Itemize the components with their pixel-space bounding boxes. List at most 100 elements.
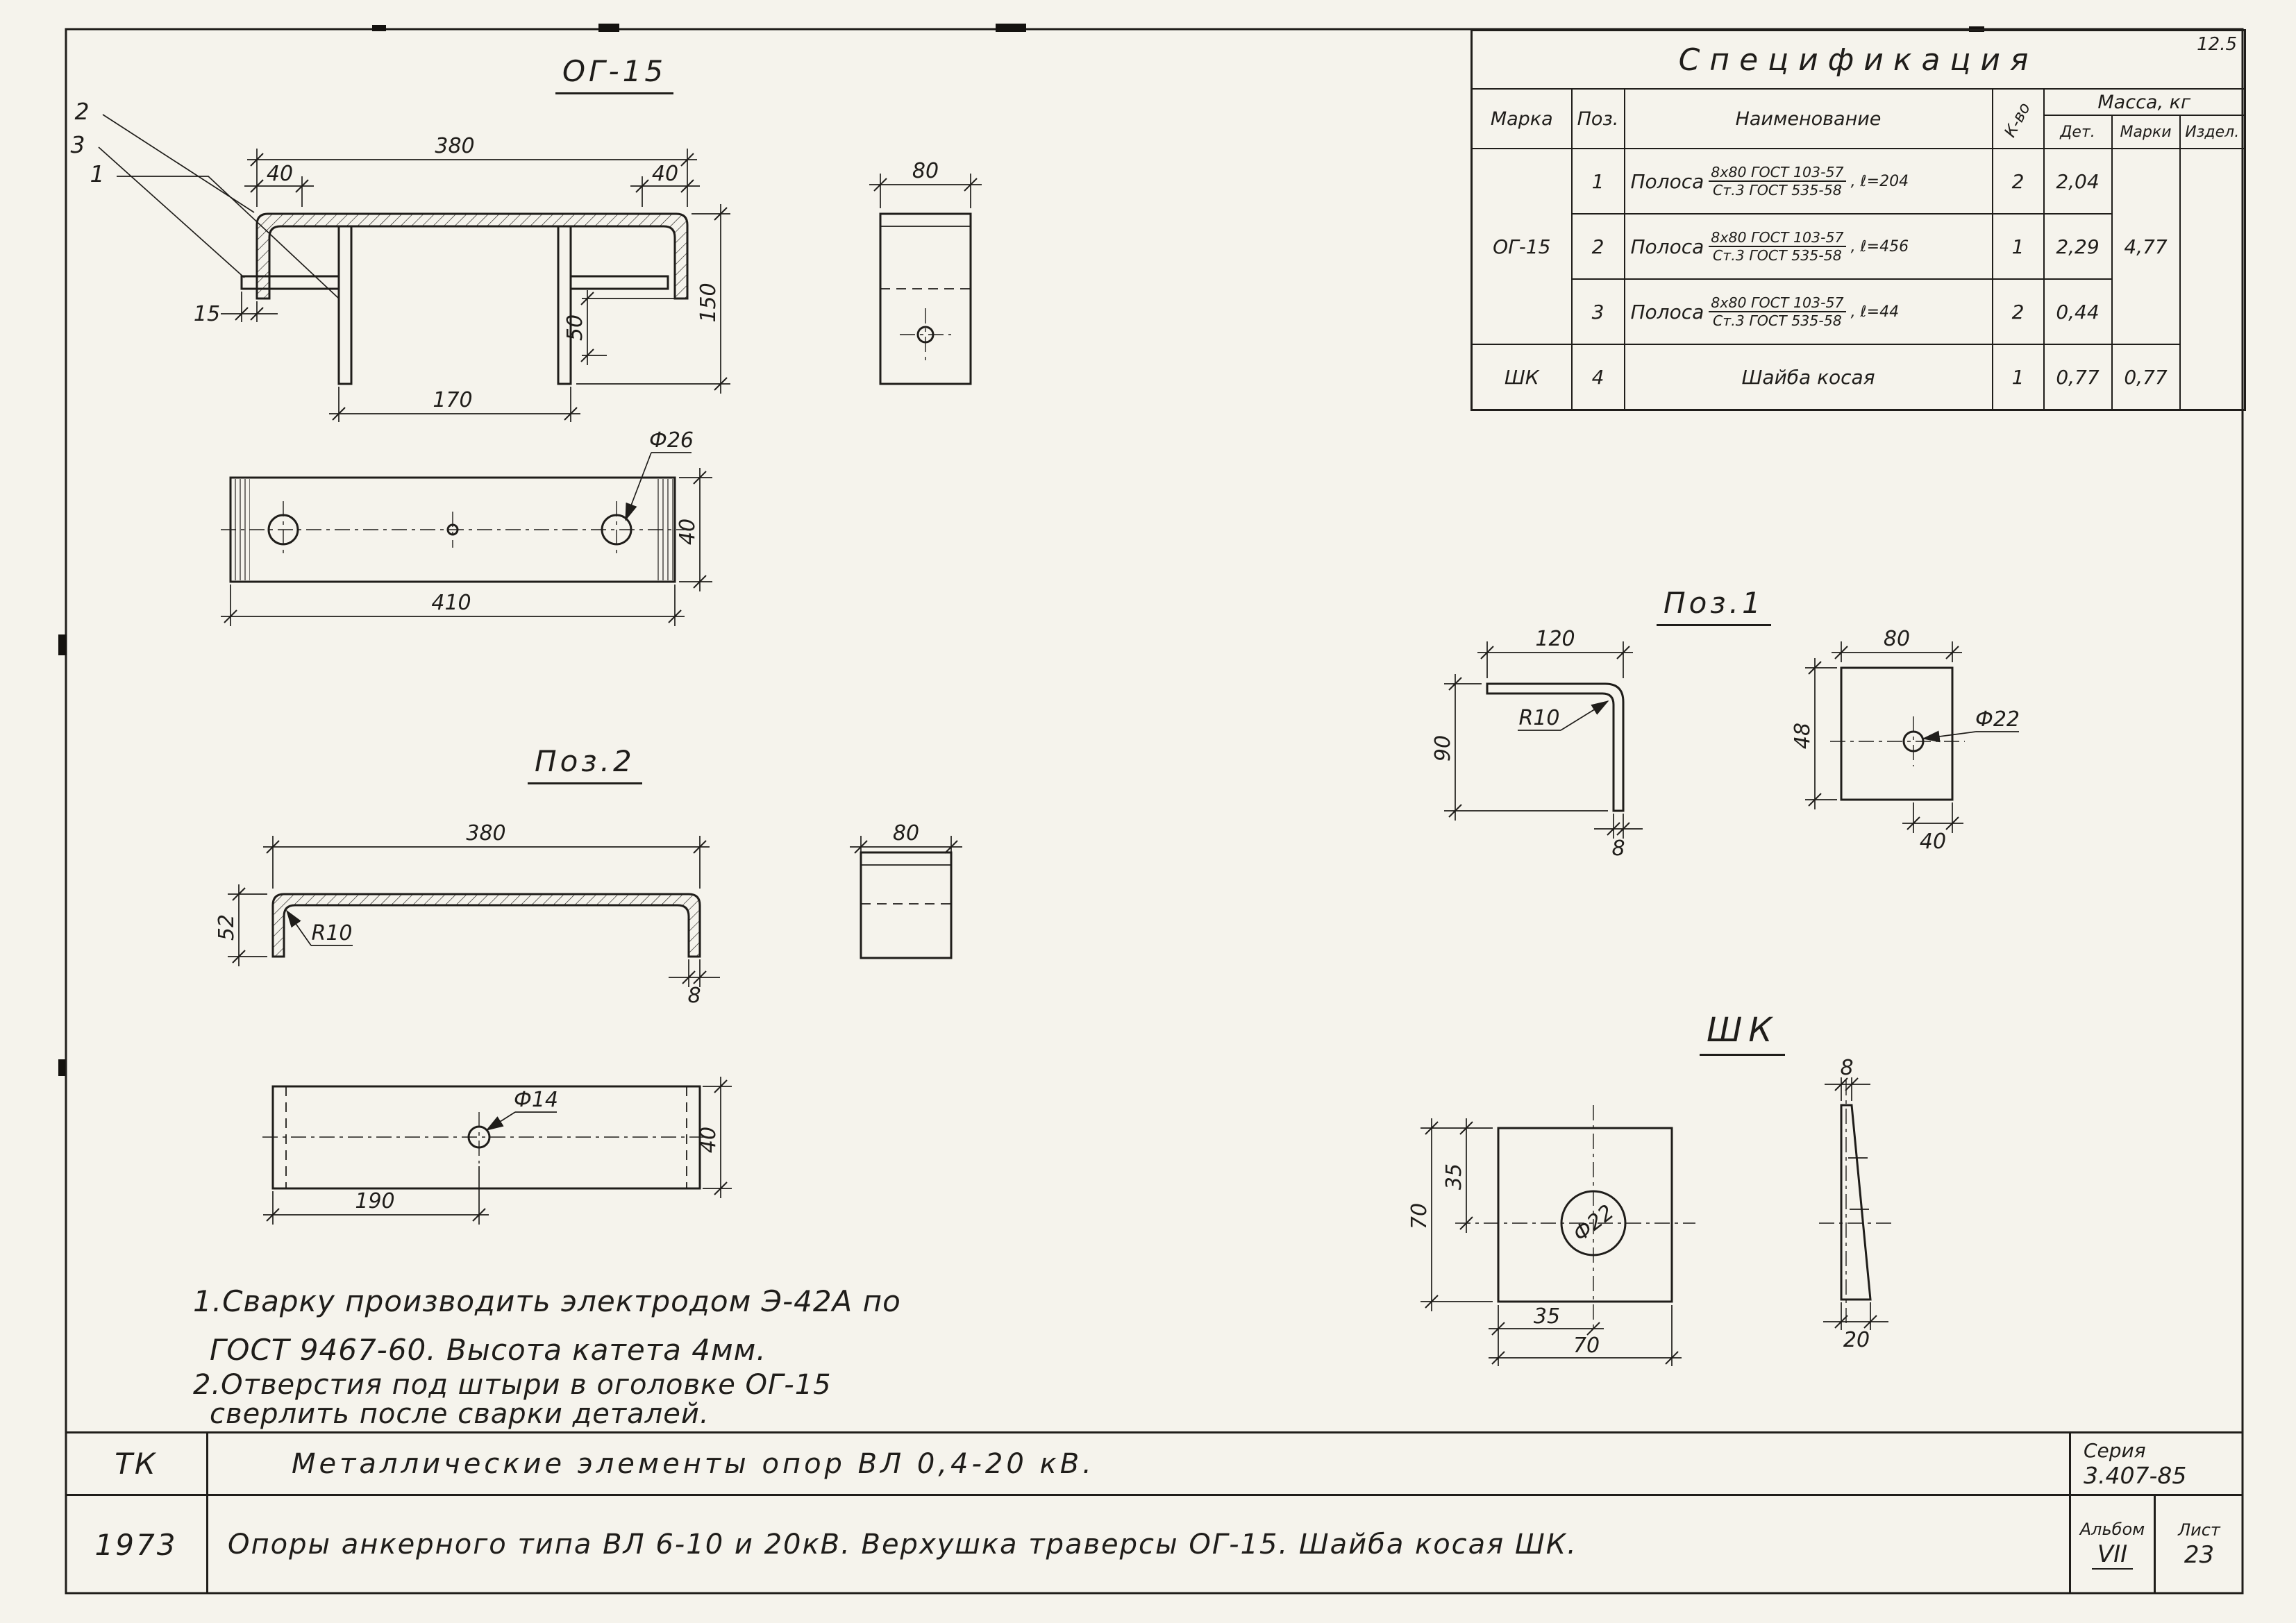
dim-poz2-380: 380 [466, 821, 505, 846]
cell-mass-det: 2,04 [2043, 148, 2113, 215]
poz1-view-title: Поз.1 [1657, 586, 1771, 626]
dim-og15-170: 170 [433, 388, 472, 412]
title-line-1: Металлические элементы опор ВЛ 0,4-20 кВ… [208, 1433, 2071, 1494]
dim-og15-f26: Ф26 [649, 428, 694, 453]
dim-poz2-r10: R10 [311, 921, 352, 945]
poz2-side-view: 80 [850, 821, 962, 959]
col-header-marki: Марки [2111, 115, 2181, 149]
sheet-cell: Лист 23 [2156, 1496, 2243, 1593]
note-2-line-2: сверлить после сварки деталей. [210, 1398, 710, 1430]
dim-shk-35v: 35 [1442, 1163, 1466, 1190]
cell-qty: 1 [1991, 213, 2045, 280]
title-block: ТК Металлические элементы опор ВЛ 0,4-20… [66, 1431, 2243, 1593]
note-1-line-2: ГОСТ 9467-60. Высота катета 4мм. [210, 1333, 766, 1367]
note-2-line-1: 2.Отверстия под штыри в оголовке ОГ-15 [193, 1369, 832, 1401]
org-code: ТК [66, 1433, 208, 1494]
dim-poz2-190: 190 [355, 1189, 394, 1213]
cell-mass-marki-og15: 4,77 [2111, 148, 2181, 345]
dim-poz1-f22: Ф22 [1975, 707, 2020, 732]
part-name: Полоса [1630, 300, 1704, 323]
sheet-label: Лист [2178, 1520, 2220, 1540]
spec-corner-number: 12.5 [2197, 34, 2238, 55]
series-label: Серия [2084, 1438, 2146, 1462]
callout-2: 2 [75, 98, 90, 125]
dim-poz1-r10: R10 [1518, 706, 1559, 730]
part-name: Полоса [1630, 169, 1704, 193]
spec-title: Спецификация [1678, 42, 2038, 78]
col-header-name: Наименование [1623, 88, 1993, 149]
cell-qty: 2 [1991, 148, 2045, 215]
cell-qty: 2 [1991, 278, 2045, 345]
spec-title-cell: Спецификация 12.5 [1470, 29, 2246, 90]
og15-front-view: 2 3 1 380 40 40 150 50 170 [71, 98, 730, 422]
cell-poz: 1 [1570, 148, 1625, 215]
dim-og15-40l: 40 [267, 162, 293, 186]
series-cell: Серия 3.407-85 [2071, 1433, 2243, 1494]
col-header-det: Дет. [2043, 115, 2113, 149]
dim-poz2-side-80: 80 [893, 821, 919, 846]
dim-poz1-80: 80 [1884, 627, 1910, 651]
cell-poz: 4 [1570, 344, 1625, 411]
dim-og15-50: 50 [563, 314, 587, 341]
cell-poz: 3 [1570, 278, 1625, 345]
series-value: 3.407-85 [2084, 1461, 2187, 1489]
dim-og15-side-80: 80 [912, 159, 939, 183]
dim-poz1-90: 90 [1431, 735, 1455, 762]
marka-shk: ШК [1470, 344, 1573, 411]
dim-poz2-plan-40: 40 [696, 1127, 721, 1153]
col-header-izdel: Издел. [2179, 115, 2246, 149]
dim-poz2-f14: Ф14 [514, 1088, 558, 1112]
dim-poz2-8: 8 [687, 984, 701, 1008]
poz1-plate-view: 80 Ф22 48 40 [1791, 627, 2020, 854]
dim-shk-70b: 70 [1573, 1334, 1600, 1358]
shk-front-view: Ф22 35 70 35 70 [1407, 1105, 1695, 1366]
cell-qty: 1 [1991, 344, 2045, 411]
cell-mass-det: 2,29 [2043, 213, 2113, 280]
og15-view-title: ОГ-15 [555, 54, 674, 94]
part-length: , ℓ=456 [1850, 237, 1909, 255]
album-label: Альбом [2079, 1520, 2145, 1539]
dim-og15-40r: 40 [652, 162, 678, 186]
shk-view-title: ШК [1700, 1011, 1786, 1056]
cell-mass-det: 0,77 [2043, 344, 2113, 411]
dim-og15-380: 380 [435, 134, 474, 158]
shk-side-view: 8 20 [1819, 1056, 1891, 1352]
dim-og15-15: 15 [194, 302, 220, 326]
dim-shk-8: 8 [1840, 1056, 1853, 1080]
title-line-2: Опоры анкерного типа ВЛ 6-10 и 20кВ. Вер… [208, 1496, 2071, 1593]
og15-plan-view: Ф26 410 40 [221, 428, 712, 626]
cell-poz: 2 [1570, 213, 1625, 280]
dim-og15-410: 410 [431, 591, 471, 615]
note-1-line-1: 1.Сварку производить электродом Э-42А по [193, 1284, 901, 1318]
sheet-value: 23 [2184, 1541, 2215, 1569]
callout-1: 1 [90, 160, 105, 187]
cell-mass-det: 0,44 [2043, 278, 2113, 345]
dim-poz1-120: 120 [1535, 627, 1575, 651]
cell-mass-izdel [2179, 148, 2246, 411]
col-header-poz: Поз. [1570, 88, 1625, 149]
poz2-plan-view: Ф14 190 40 [262, 1077, 732, 1225]
cell-name: Шайба косая [1623, 344, 1993, 411]
part-name: Полоса [1630, 235, 1704, 258]
album-value: VII [2091, 1540, 2134, 1570]
col-header-marka: Марка [1470, 88, 1573, 149]
poz2-front-view: 380 52 R10 8 [215, 821, 720, 1008]
dim-poz1-40: 40 [1920, 830, 1946, 854]
col-header-mass: Масса, кг [2043, 88, 2246, 116]
poz2-view-title: Поз.2 [528, 744, 642, 784]
dim-shk-35b: 35 [1534, 1304, 1560, 1329]
dim-shk-20: 20 [1843, 1328, 1870, 1352]
year: 1973 [66, 1496, 208, 1593]
dim-og15-150: 150 [696, 283, 721, 322]
dim-og15-plan-40: 40 [676, 519, 700, 545]
callout-3: 3 [71, 131, 85, 158]
dim-poz1-48: 48 [1791, 723, 1815, 749]
part-length: , ℓ=204 [1850, 172, 1909, 190]
